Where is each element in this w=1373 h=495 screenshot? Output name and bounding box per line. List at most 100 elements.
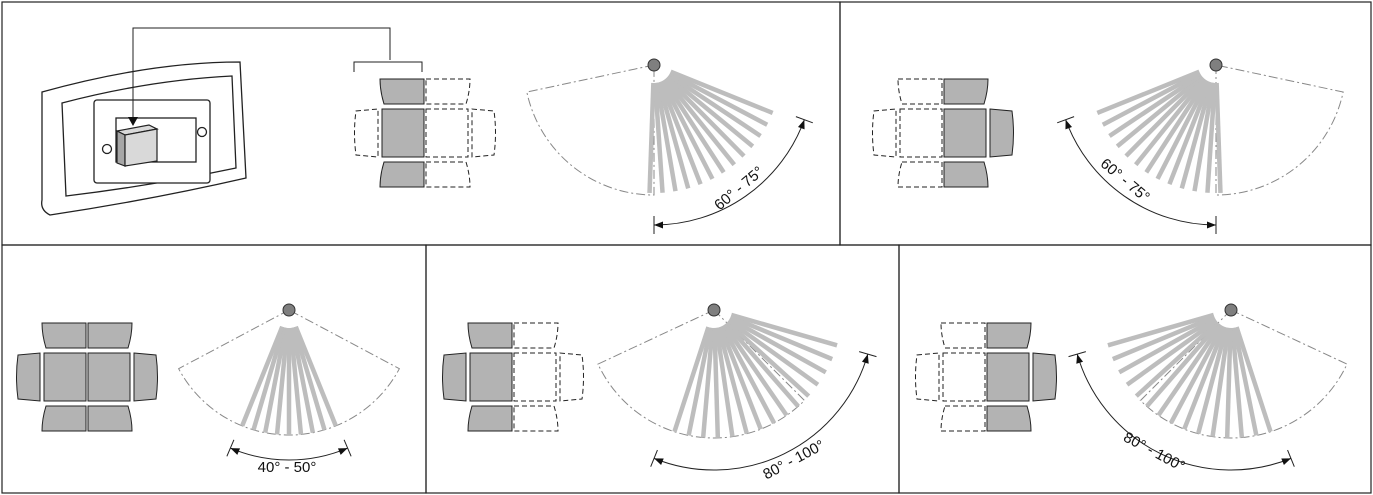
dimension-arc	[1065, 119, 1217, 226]
detection-ray	[1118, 316, 1217, 375]
detection-ray	[729, 314, 834, 362]
detection-ray	[672, 326, 711, 433]
detection-ray	[1230, 327, 1245, 438]
lens-segment-col3	[87, 322, 133, 349]
lens-segment-col2	[379, 78, 425, 105]
lens-segment-col3	[513, 405, 559, 432]
dimension-arrowhead	[1207, 221, 1216, 229]
lens-segment-col2	[897, 78, 943, 105]
detection-ray	[730, 312, 838, 348]
detection-ray	[714, 327, 735, 437]
lens-segment-col3	[986, 405, 1032, 432]
lens-segment-groups	[16, 78, 1057, 432]
angle-range-label: 80° - 100°	[1121, 429, 1188, 475]
lens-segment-col1	[442, 352, 467, 402]
detection-ray	[1179, 81, 1214, 189]
detection-ray	[665, 76, 746, 158]
detection-ray	[728, 316, 827, 375]
lens-segment-col1	[16, 352, 41, 402]
detection-ray	[1124, 76, 1205, 158]
detection-ray	[666, 74, 755, 149]
panel-frame-bottom-right	[898, 244, 1372, 494]
lens-segment-col4	[1032, 352, 1057, 402]
lens-segment-col4	[133, 352, 158, 402]
lens-segment-col3	[425, 108, 469, 158]
selector-knob-front	[116, 130, 126, 167]
lens-segment-col4	[989, 108, 1014, 158]
detection-ray	[1167, 80, 1212, 186]
angle-range-label: 40° - 50°	[258, 459, 317, 476]
callout-bracket	[353, 61, 423, 72]
lens-segment-col2	[897, 161, 943, 188]
detection-ray	[1111, 314, 1216, 362]
detection-ray	[1145, 322, 1221, 408]
lens-segment-col3	[425, 78, 471, 105]
lens-segment-col2	[467, 322, 513, 349]
lens-segment-col2	[379, 161, 425, 188]
lens-segment-col4	[471, 108, 496, 158]
detection-ray	[725, 320, 811, 398]
dimension-tick	[226, 439, 235, 457]
lens-segment-col3	[425, 161, 471, 188]
lens-segment-col2	[43, 352, 87, 402]
selector-knob-side	[124, 128, 158, 167]
dimension-arc	[653, 353, 869, 471]
lens-segments-1	[872, 78, 1014, 188]
detection-ray	[1196, 326, 1229, 435]
detection-fan-2	[177, 303, 401, 436]
fan-boundary	[1215, 64, 1344, 196]
lens-segments-3	[442, 322, 584, 432]
detection-ray	[1214, 82, 1223, 194]
detection-ray	[716, 326, 749, 435]
device-lens-window	[115, 117, 197, 163]
lens-segment-col2	[469, 352, 513, 402]
detection-ray	[652, 82, 665, 193]
detection-ray	[654, 82, 678, 192]
sensor-point	[707, 303, 721, 317]
sensor-point	[282, 303, 296, 317]
lens-segment-col2	[41, 322, 87, 349]
lens-segments-4	[915, 322, 1057, 432]
detection-ray	[1210, 327, 1231, 437]
angle-dimension-4	[1068, 351, 1295, 471]
device-housing-outer	[41, 61, 247, 216]
lens-segment-col3	[943, 161, 989, 188]
dimension-arrowhead	[797, 119, 805, 130]
detection-ray	[1155, 79, 1210, 180]
detection-ray	[1134, 320, 1220, 398]
dimension-arrowhead	[654, 221, 663, 229]
dimension-arrowhead	[654, 458, 664, 465]
detection-ray	[660, 79, 715, 180]
dimension-arrowhead	[1076, 354, 1084, 364]
mounting-screw-left	[101, 143, 113, 155]
detection-ray	[656, 81, 691, 189]
detection-ray	[1133, 77, 1207, 167]
detection-ray	[668, 71, 769, 127]
lens-segment-col3	[943, 108, 987, 158]
lens-segment-col2	[41, 405, 87, 432]
lens-segment-col2	[467, 405, 513, 432]
callout-connector-line	[132, 27, 391, 125]
dimension-arc	[230, 447, 348, 461]
detection-ray	[1168, 324, 1225, 425]
detection-ray	[1192, 82, 1216, 192]
dimension-arrowhead	[1281, 458, 1291, 465]
dimension-arrowhead	[230, 448, 241, 455]
detection-ray	[251, 326, 287, 431]
detection-ray	[700, 327, 715, 438]
detection-ray	[1107, 312, 1215, 348]
fan-boundary	[1139, 309, 1348, 439]
lens-segment-col3	[87, 405, 133, 432]
detection-ray	[1144, 78, 1209, 174]
detection-ray	[1125, 318, 1218, 387]
lens-segment-col1	[354, 108, 379, 158]
detection-ray	[1232, 327, 1259, 436]
detection-ray	[720, 324, 777, 425]
detection-ray	[262, 327, 288, 434]
detection-ray	[1108, 73, 1203, 138]
detection-ray	[663, 77, 737, 167]
detection-ray	[1101, 71, 1202, 127]
detection-ray	[718, 325, 763, 430]
detection-ray	[240, 325, 285, 427]
